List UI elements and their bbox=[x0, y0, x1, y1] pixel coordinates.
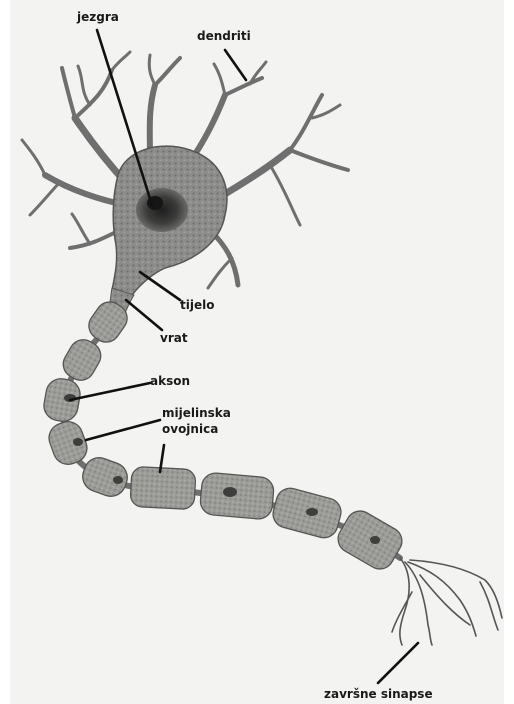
myelin-segment bbox=[130, 466, 196, 509]
nucleus bbox=[136, 188, 188, 232]
label-synapses: završne sinapse bbox=[324, 687, 433, 701]
label-nucleus: jezgra bbox=[76, 10, 119, 24]
right-margin bbox=[504, 0, 514, 704]
label-dendrites: dendriti bbox=[197, 29, 251, 43]
label-cell-body: tijelo bbox=[180, 298, 214, 312]
myelin-segment bbox=[199, 472, 274, 520]
label-myelin-line2: ovojnica bbox=[162, 422, 218, 436]
label-neck: vrat bbox=[160, 331, 188, 345]
left-margin bbox=[0, 0, 10, 704]
label-myelin-line1: mijelinska bbox=[162, 406, 231, 420]
label-axon: akson bbox=[150, 374, 190, 388]
